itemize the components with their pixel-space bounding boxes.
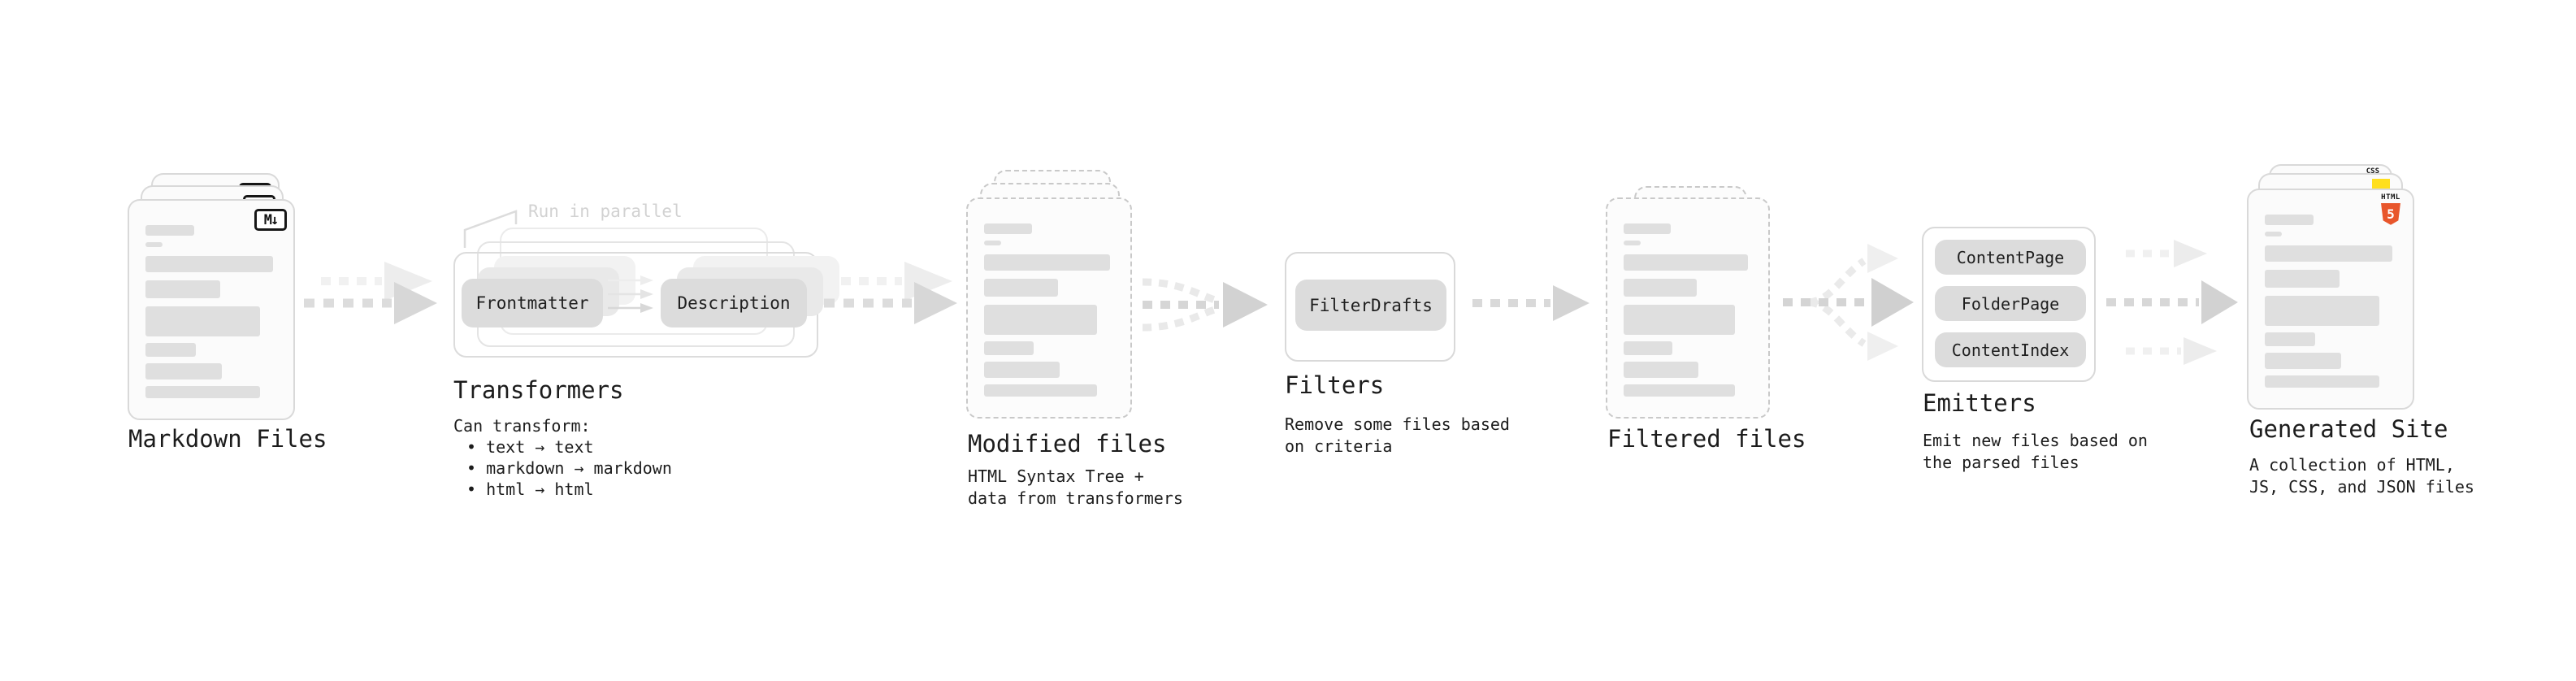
modified-files-subtext: HTML Syntax Tree + data from transformer… bbox=[968, 466, 1183, 508]
markdown-files-label: Markdown Files bbox=[128, 425, 327, 453]
markdown-files-stack: M↓ M↓ M↓ bbox=[128, 173, 295, 420]
filtered-files-stack bbox=[1606, 186, 1770, 419]
document-text-bars bbox=[145, 225, 277, 398]
generated-site-subtext: A collection of HTML, JS, CSS, and JSON … bbox=[2249, 455, 2474, 497]
pill-filterdrafts: FilterDrafts bbox=[1295, 280, 1446, 331]
run-in-parallel-annotation: Run in parallel bbox=[528, 202, 683, 221]
pill-frontmatter: Frontmatter bbox=[462, 279, 603, 327]
document-text-bars bbox=[984, 223, 1114, 397]
document-text-bars bbox=[2265, 215, 2396, 388]
arrow-filters-to-filtered bbox=[1472, 285, 1589, 321]
arrow-emitters-to-generated bbox=[2106, 240, 2238, 365]
modified-files-stack bbox=[966, 170, 1132, 419]
arrow-markdown-to-transformers bbox=[304, 282, 437, 324]
modified-files-label: Modified files bbox=[968, 430, 1167, 458]
transformers-subtext: Can transform: • text → text • markdown … bbox=[453, 416, 672, 499]
emitters-label: Emitters bbox=[1923, 389, 2036, 417]
document-text-bars bbox=[1624, 223, 1752, 397]
filters-box: FilterDrafts bbox=[1285, 252, 1455, 362]
filtered-files-label: Filtered files bbox=[1607, 425, 1806, 453]
generated-site-label: Generated Site bbox=[2249, 415, 2448, 443]
arrow-modified-to-filters bbox=[1142, 278, 1268, 332]
pill-folderpage: FolderPage bbox=[1935, 286, 2086, 321]
filters-subtext: Remove some files based on criteria bbox=[1285, 414, 1510, 456]
pill-contentpage: ContentPage bbox=[1935, 240, 2086, 275]
generated-page-front: HTML 5 bbox=[2247, 189, 2414, 410]
filtered-page-front bbox=[1606, 197, 1770, 419]
markdown-page-front: M↓ bbox=[128, 199, 295, 420]
emitters-box: ContentPage FolderPage ContentIndex bbox=[1922, 227, 2096, 382]
modified-page-front bbox=[966, 197, 1132, 419]
transformer-mini-arrows bbox=[608, 275, 653, 313]
html5-icon: HTML 5 bbox=[2380, 193, 2401, 225]
transformers-label: Transformers bbox=[453, 376, 624, 404]
filters-label: Filters bbox=[1285, 371, 1385, 399]
emitters-subtext: Emit new files based on the parsed files bbox=[1923, 431, 2148, 472]
run-in-parallel-connector bbox=[463, 210, 518, 248]
arrow-filtered-to-emitters bbox=[1783, 244, 1914, 361]
pill-description: Description bbox=[661, 279, 807, 327]
arrow-transformers-to-modified bbox=[824, 282, 957, 324]
generated-site-stack: CSS HTML 5 bbox=[2247, 164, 2414, 410]
pill-contentindex: ContentIndex bbox=[1935, 332, 2086, 367]
markdown-icon: M↓ bbox=[254, 209, 287, 231]
